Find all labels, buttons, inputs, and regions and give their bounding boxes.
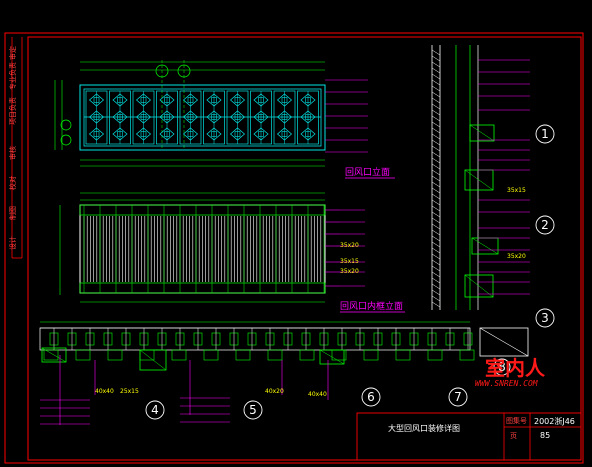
inner-frame-leaders <box>325 209 365 287</box>
atlas-no-value: 2002浙J46 <box>534 416 575 426</box>
section-label-s4: 35x15 <box>507 187 526 194</box>
page-value: 85 <box>540 431 550 440</box>
section-hatching <box>431 49 499 308</box>
svg-text:3: 3 <box>541 311 549 325</box>
inner-frame-elevation: 35x20 35x15 35x20 回风口内框立面 <box>59 192 405 313</box>
section-leaders <box>478 59 530 295</box>
svg-text:8: 8 <box>498 360 506 374</box>
callout-4: 4 <box>145 400 165 420</box>
bottom-label-b2: 25x15 <box>120 388 139 395</box>
side-strip-label-7: 审定 <box>8 46 17 60</box>
svg-text:5: 5 <box>249 403 257 417</box>
side-strip-label-2: 制图 <box>8 206 17 220</box>
inner-frame-slats <box>83 205 325 293</box>
side-strip-label-1: 设计 <box>8 236 17 250</box>
svg-text:4: 4 <box>151 403 159 417</box>
svg-text:2: 2 <box>541 218 549 232</box>
bottom-label-b3: 40x20 <box>265 388 284 395</box>
front-elevation-title: 回风口立面 <box>345 166 390 178</box>
watermark: 室内人 WWW.SNREN.COM <box>475 356 546 388</box>
side-strip-label-4: 审核 <box>8 146 17 160</box>
callout-7: 7 <box>448 387 468 407</box>
side-strip: 设计 制图 校对 审核 项目负责 专业负责 审定 <box>8 37 23 259</box>
atlas-no-label: 图集号 <box>506 416 527 425</box>
watermark-brand: 室内人 <box>485 356 546 380</box>
front-elevation: 回风口立面 <box>54 60 395 179</box>
bottom-leaders <box>40 355 329 425</box>
front-grille-pattern <box>84 90 321 145</box>
callout-3: 3 <box>535 308 555 328</box>
inner-label-s3: 35x20 <box>340 268 359 275</box>
vertical-section: 35x15 35x20 <box>431 45 530 310</box>
bottom-section: 40x40 25x15 40x20 40x40 <box>39 321 529 425</box>
inner-label-s2: 35x15 <box>340 258 359 265</box>
bottom-label-b1: 40x40 <box>95 388 114 395</box>
side-strip-label-3: 校对 <box>8 176 17 190</box>
callout-2: 2 <box>535 215 555 235</box>
title-block: 大型回风口装修详图 图集号 2002浙J46 页 85 <box>356 412 582 461</box>
svg-text:1: 1 <box>541 127 549 141</box>
page-label: 页 <box>510 432 517 440</box>
callout-8: 8 <box>493 358 511 376</box>
watermark-url: WWW.SNREN.COM <box>475 379 539 388</box>
inner-label-s1: 35x20 <box>340 242 359 249</box>
front-elevation-leaders <box>325 79 368 153</box>
outer-border <box>4 32 584 464</box>
callout-1: 1 <box>535 124 555 144</box>
inner-frame-elevation-title: 回风口内框立面 <box>340 300 403 312</box>
callout-6: 6 <box>361 387 381 407</box>
callout-5: 5 <box>243 400 263 420</box>
bottom-section-detail <box>41 328 475 371</box>
inner-border <box>27 36 582 461</box>
side-strip-label-5: 项目负责 <box>8 97 17 125</box>
section-label-s5: 35x20 <box>507 253 526 260</box>
side-strip-label-6: 专业负责 <box>8 62 17 90</box>
svg-text:7: 7 <box>454 390 462 404</box>
bottom-label-b4: 40x40 <box>308 391 327 398</box>
svg-text:6: 6 <box>367 390 375 404</box>
sheet-title: 大型回风口装修详图 <box>388 423 460 433</box>
